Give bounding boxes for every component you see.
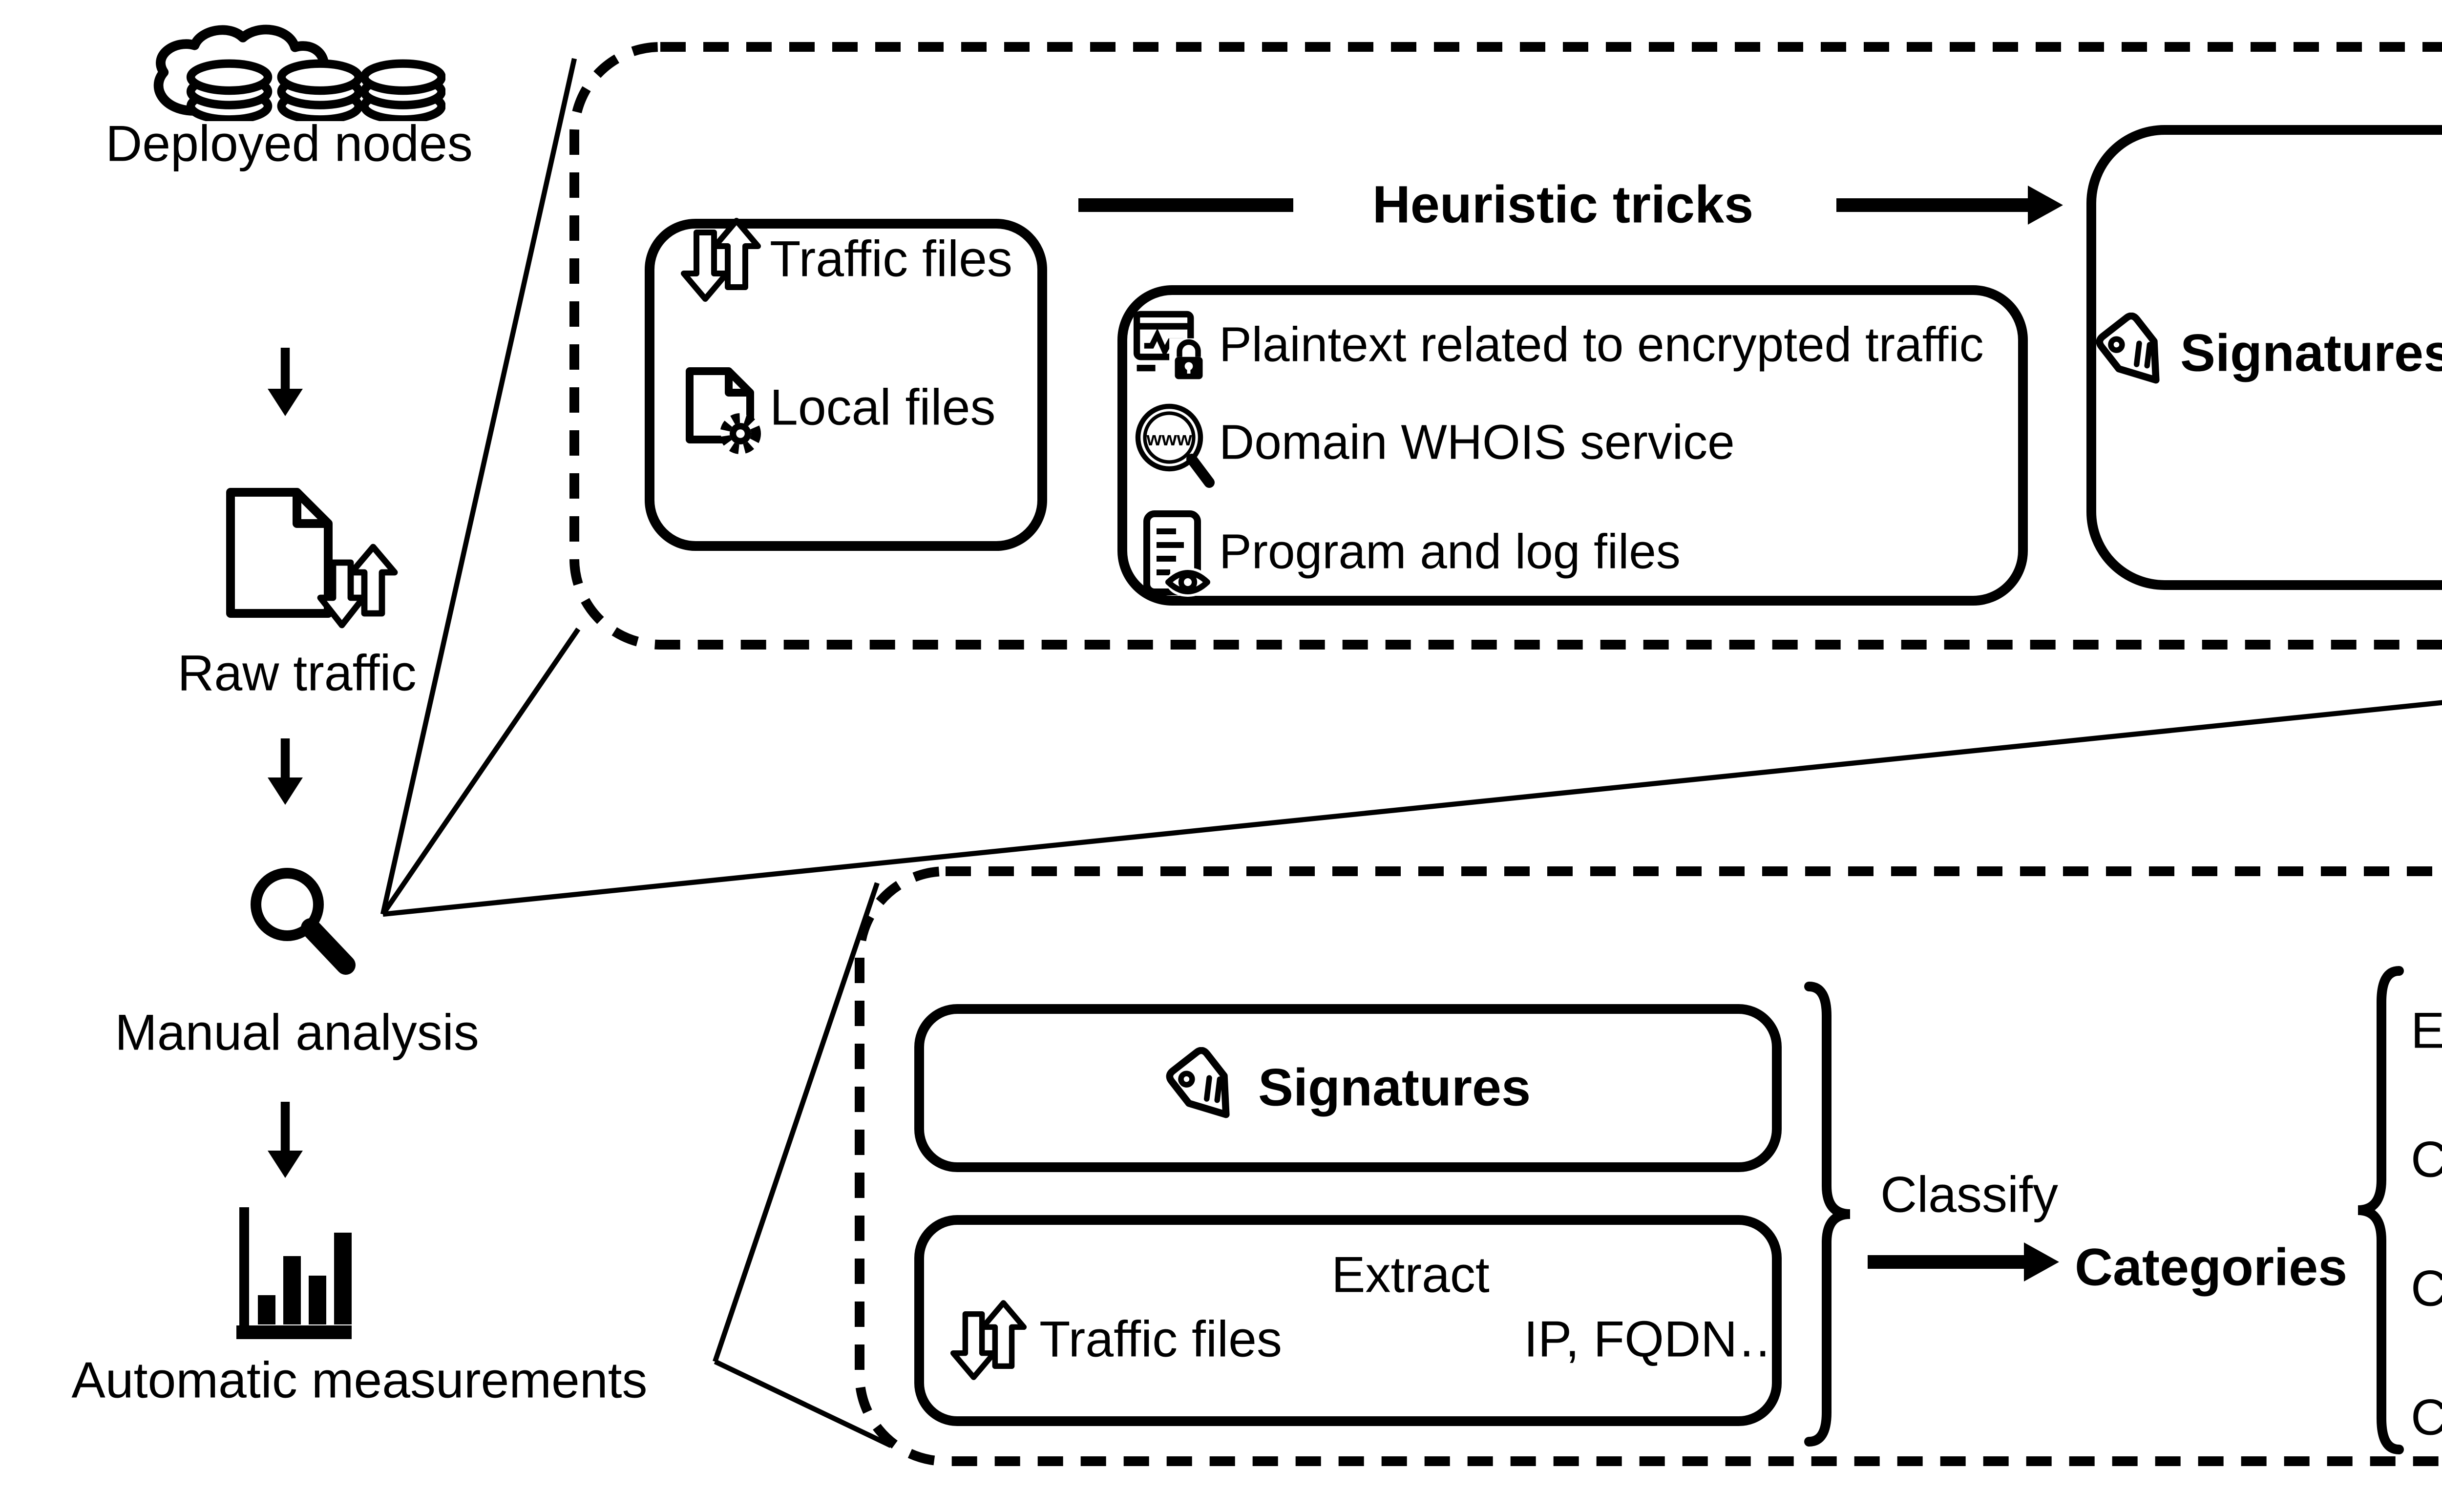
projection-line (380, 628, 581, 916)
whois-magnifier-icon: www (1133, 400, 1215, 490)
screen-lock-icon (1133, 309, 1207, 383)
traffic-extract-box (914, 1215, 1782, 1426)
projection-line (382, 700, 2442, 917)
updown-arrows-icon (949, 1297, 1028, 1383)
projection-line (714, 1359, 892, 1448)
step-label-manual-analysis: Manual analysis (115, 1003, 479, 1062)
down-arrow-icon (268, 348, 303, 416)
heuristic-item-plaintext: Plaintext related to encrypted traffic (1219, 318, 1984, 373)
down-arrow-icon (268, 738, 303, 805)
projection-line (380, 58, 577, 915)
category-cdn-specific: CDN-specific control-plane (2411, 1132, 2442, 1187)
extract-label: Extract (1331, 1245, 1490, 1304)
group-brace (1804, 982, 1851, 1447)
classify-arrow (1868, 1242, 2059, 1281)
heuristic-arrow (1836, 186, 2063, 225)
input-label-traffic-files: Traffic files (770, 229, 1012, 288)
tag-icon (1164, 1047, 1246, 1129)
whois-www-text: www (1146, 428, 1192, 450)
categories-title: Categories (2075, 1238, 2348, 1297)
raw-traffic-file-icon (215, 484, 402, 637)
step-label-automatic-measurements: Automatic measurements (71, 1350, 648, 1409)
updown-arrows-icon (680, 217, 762, 303)
classify-label: Classify (1880, 1165, 2059, 1224)
category-content-caching: Content caching (2411, 1261, 2442, 1316)
traffic-files-label-bottom: Traffic files (1039, 1309, 1282, 1368)
categories-brace (2358, 966, 2404, 1454)
heuristics-box (1117, 285, 2028, 606)
tag-icon (2094, 313, 2176, 395)
down-arrow-icon (268, 1102, 303, 1178)
signatures-title-top: Signatures (2180, 324, 2442, 383)
auto-stage-panel (855, 866, 2442, 1466)
manual-stage-panel (569, 42, 2442, 650)
bar-chart-icon (231, 1203, 359, 1348)
step-label-raw-traffic: Raw traffic (177, 643, 417, 702)
signatures-box-bottom (914, 1004, 1782, 1172)
extract-result-label: IP, FQDN… (1524, 1309, 1789, 1368)
file-gear-icon (676, 365, 766, 455)
step-label-deployed-nodes: Deployed nodes (105, 114, 473, 173)
heuristic-item-whois: Domain WHOIS service (1219, 416, 1735, 471)
projection-line (713, 882, 880, 1363)
category-edge-wide: Edge-wide control-plane (2411, 1001, 2442, 1060)
input-label-local-files: Local files (770, 378, 996, 437)
log-eye-icon (1137, 510, 1211, 600)
heuristic-item-logs: Program and log files (1219, 525, 1681, 580)
category-content-delivery: Content delivery (2411, 1390, 2442, 1445)
cloud-databases-icon (137, 23, 445, 121)
magnifier-icon (238, 863, 367, 985)
signatures-title-bottom: Signatures (1258, 1058, 1531, 1117)
heuristic-tricks-title: Heuristic tricks (1372, 175, 1754, 234)
